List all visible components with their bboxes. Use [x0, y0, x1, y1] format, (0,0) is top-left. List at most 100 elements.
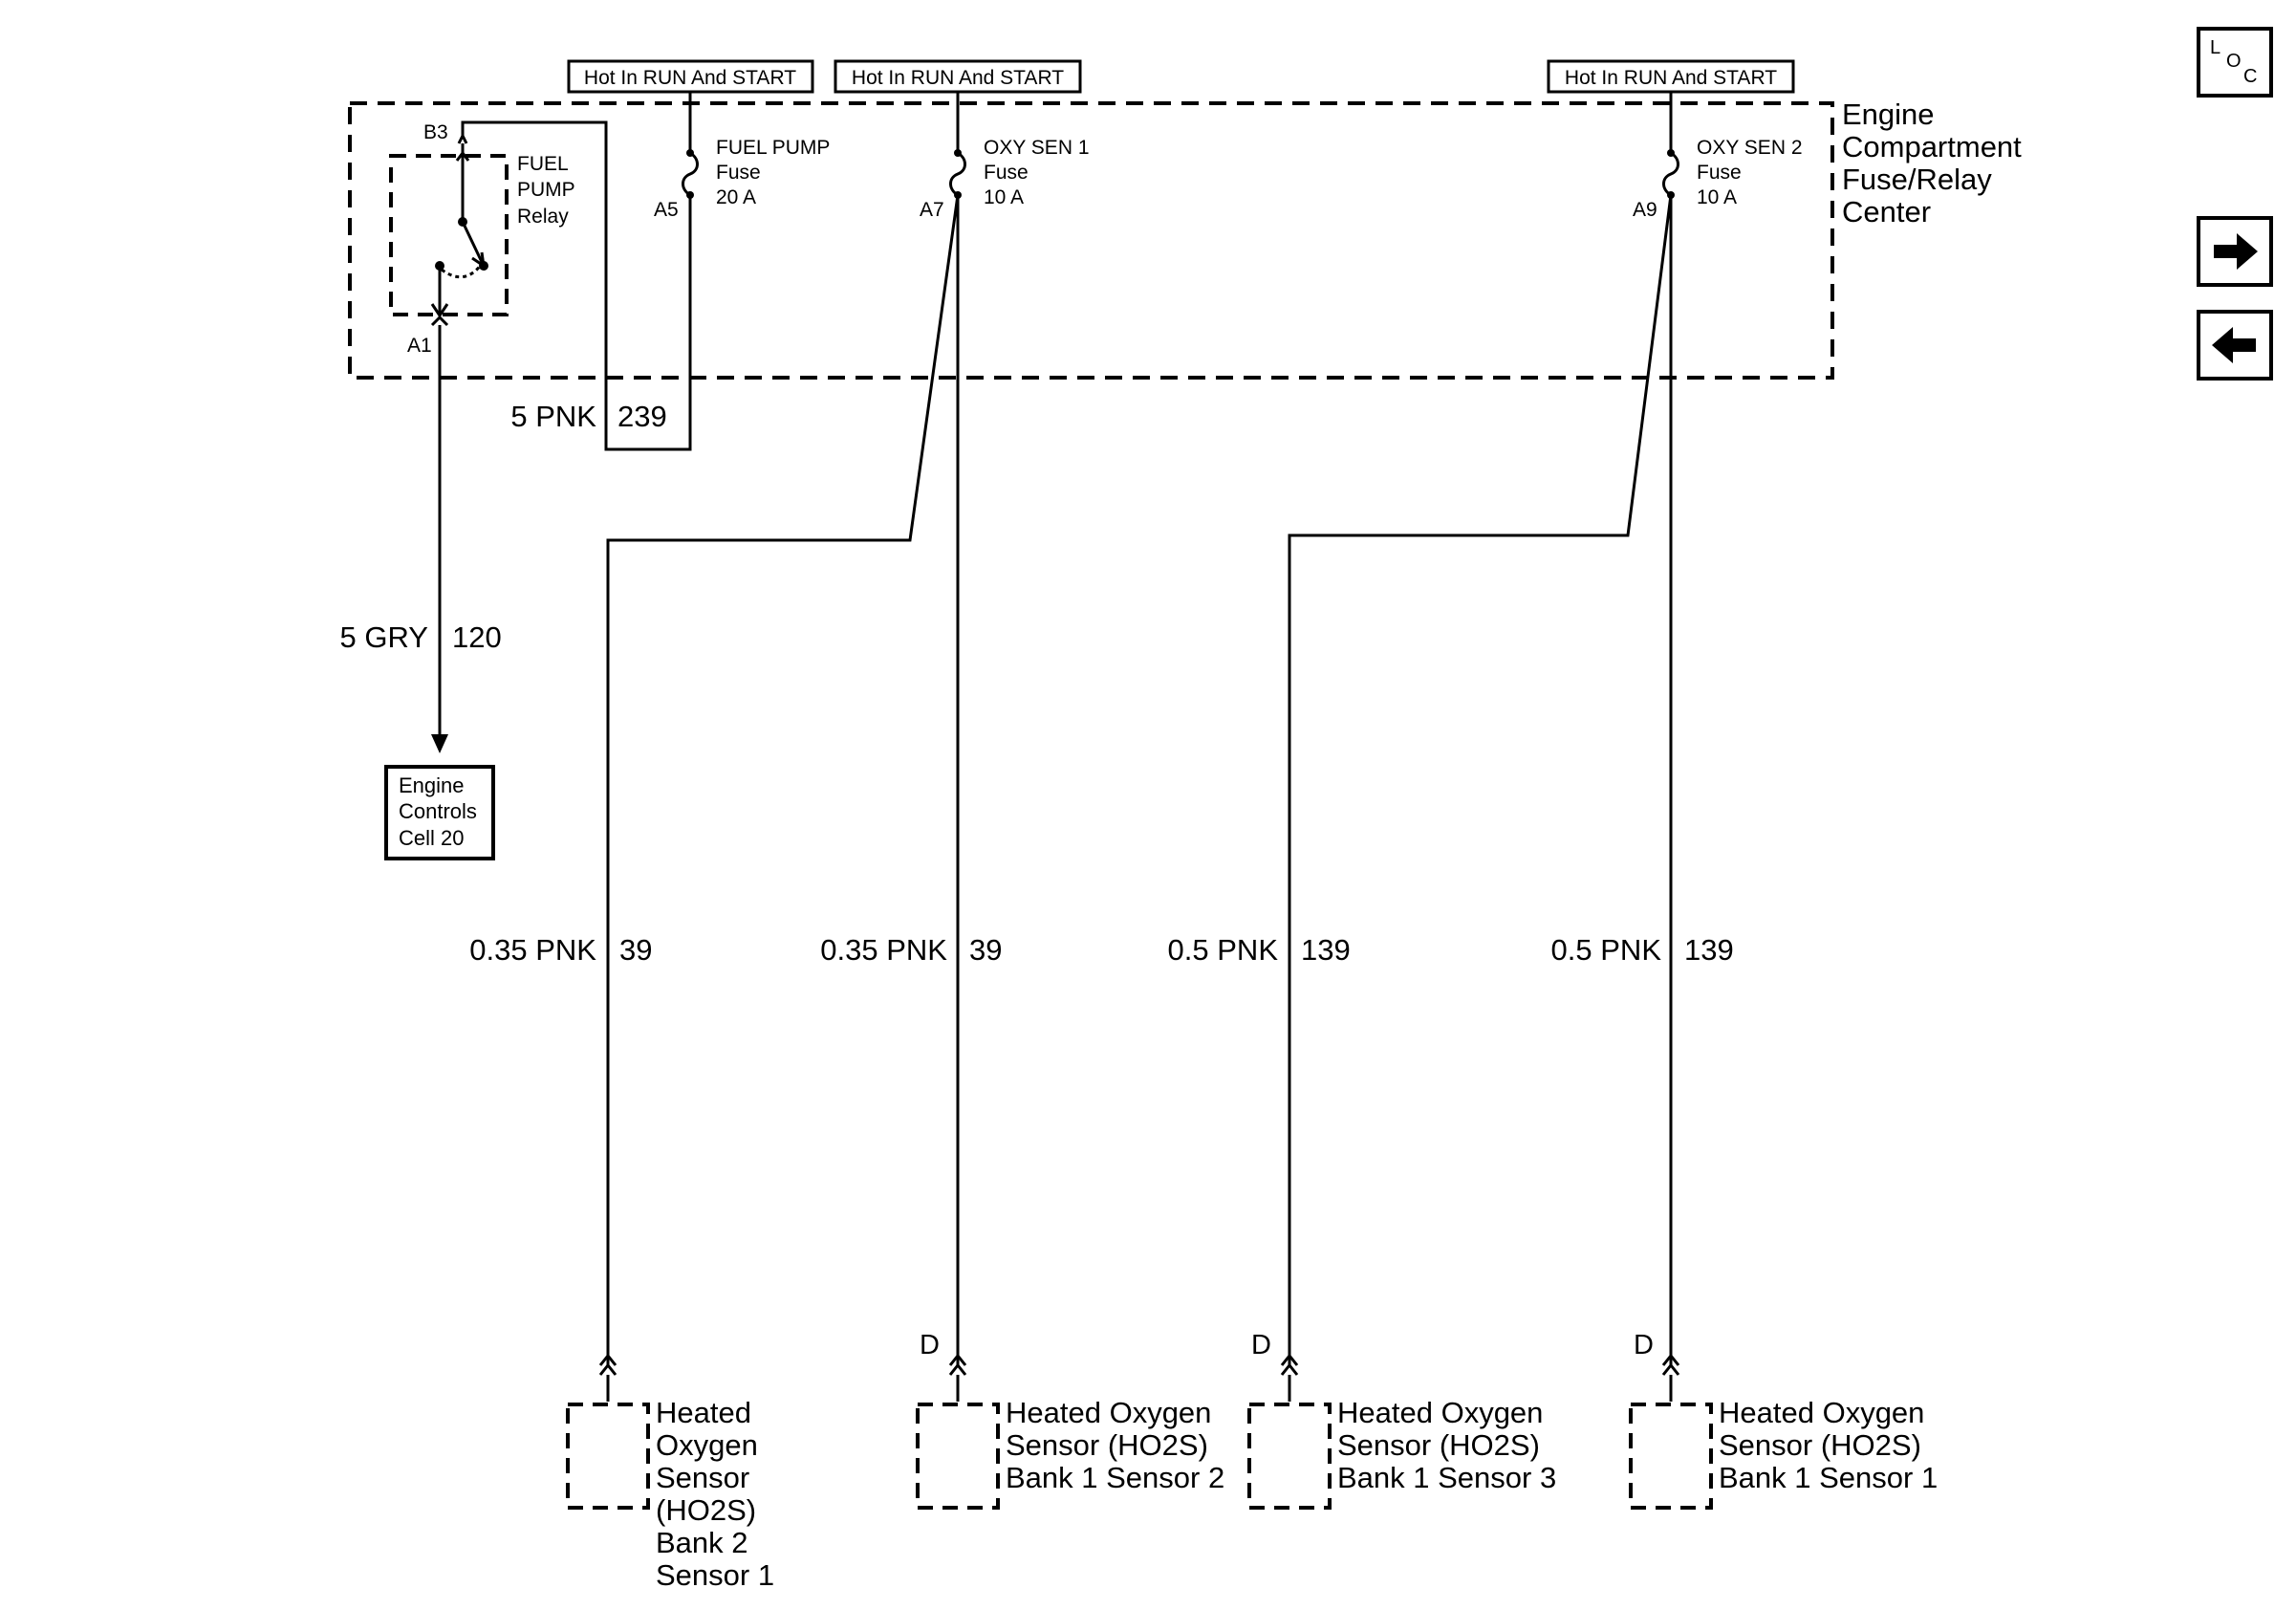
svg-text:Cell 20: Cell 20 — [399, 826, 464, 850]
svg-text:Heated Oxygen: Heated Oxygen — [1337, 1396, 1543, 1429]
svg-text:39: 39 — [969, 933, 1002, 967]
svg-text:Sensor (HO2S): Sensor (HO2S) — [1337, 1428, 1540, 1462]
svg-text:Fuse: Fuse — [716, 162, 761, 184]
sensor-box-bank1-sensor1 — [1629, 1403, 1713, 1510]
svg-text:OXY SEN 1: OXY SEN 1 — [984, 137, 1090, 159]
svg-text:139: 139 — [1684, 933, 1734, 967]
connector-s3 — [1280, 1353, 1299, 1402]
svg-text:Fuse/Relay: Fuse/Relay — [1842, 163, 1992, 196]
connector-label-d-s2: D — [920, 1330, 940, 1360]
connector-s1 — [598, 1353, 617, 1402]
power-label-oxy-sen-1: Hot In RUN And START — [834, 59, 1082, 94]
fuse-fuel-pump-label: FUEL PUMP Fuse 20 A A5 — [654, 137, 830, 221]
power-label-oxy-sen-2: Hot In RUN And START — [1547, 59, 1795, 94]
svg-text:Sensor 1: Sensor 1 — [656, 1558, 774, 1592]
svg-text:Relay: Relay — [517, 206, 569, 228]
svg-text:Center: Center — [1842, 195, 1931, 228]
svg-text:C: C — [2243, 66, 2257, 87]
svg-text:10 A: 10 A — [1697, 186, 1737, 208]
location-button[interactable]: L O C — [2197, 27, 2273, 98]
svg-text:120: 120 — [452, 620, 502, 654]
svg-text:Fuse: Fuse — [984, 162, 1029, 184]
svg-text:L: L — [2210, 37, 2220, 58]
svg-text:0.35 PNK: 0.35 PNK — [469, 933, 596, 967]
wire-relay-feed-label: 5 PNK 239 — [510, 400, 666, 433]
svg-text:Oxygen: Oxygen — [656, 1428, 758, 1462]
svg-text:0.35 PNK: 0.35 PNK — [820, 933, 947, 967]
back-button[interactable] — [2197, 310, 2273, 381]
wire-bank2-sensor1-label: 0.35 PNK 39 — [469, 933, 652, 967]
svg-text:(HO2S): (HO2S) — [656, 1493, 756, 1527]
svg-text:10 A: 10 A — [984, 186, 1024, 208]
svg-text:Bank 1 Sensor 3: Bank 1 Sensor 3 — [1337, 1461, 1556, 1494]
sensor-box-bank2-sensor1 — [566, 1403, 650, 1510]
sensor-label-bank1-sensor1: Heated Oxygen Sensor (HO2S) Bank 1 Senso… — [1719, 1396, 1938, 1494]
wire-bank1-sensor3-label: 0.5 PNK 139 — [1168, 933, 1351, 967]
fuel-pump-relay-switch — [430, 132, 488, 339]
svg-text:PUMP: PUMP — [517, 179, 575, 201]
fuse-oxy-sen-1-label: OXY SEN 1 Fuse 10 A A7 — [920, 137, 1090, 221]
svg-text:139: 139 — [1301, 933, 1351, 967]
svg-text:5 PNK: 5 PNK — [510, 400, 596, 433]
svg-text:Controls: Controls — [399, 799, 477, 823]
wire-bank1-sensor2-label: 0.35 PNK 39 — [820, 933, 1002, 967]
svg-text:FUEL: FUEL — [517, 153, 569, 175]
wire-bank1-sensor3 — [1288, 194, 1673, 1365]
arrow-left-icon — [2212, 327, 2256, 363]
svg-text:Sensor (HO2S): Sensor (HO2S) — [1006, 1428, 1208, 1462]
svg-text:OXY SEN 2: OXY SEN 2 — [1697, 137, 1803, 159]
svg-text:FUEL PUMP: FUEL PUMP — [716, 137, 830, 159]
fuse-oxy-sen-2 — [1662, 92, 1679, 199]
fuse-fuel-pump — [682, 92, 699, 447]
svg-text:Engine: Engine — [1842, 98, 1935, 131]
arrow-right-icon — [2214, 233, 2258, 270]
svg-text:Fuse: Fuse — [1697, 162, 1742, 184]
svg-text:Hot In RUN And START: Hot In RUN And START — [584, 67, 796, 89]
fuel-pump-relay-label: FUEL PUMP Relay B3 A1 — [407, 121, 575, 357]
engine-controls-reference[interactable]: Engine Controls Cell 20 — [384, 765, 495, 860]
svg-text:39: 39 — [619, 933, 652, 967]
wire-relay-output-label: 5 GRY 120 — [340, 620, 502, 654]
connector-label-d-s3: D — [1251, 1330, 1271, 1360]
sensor-box-bank1-sensor2 — [916, 1403, 1000, 1510]
svg-text:20 A: 20 A — [716, 186, 756, 208]
svg-text:Engine: Engine — [399, 773, 465, 797]
svg-text:5 GRY: 5 GRY — [340, 620, 428, 654]
svg-text:0.5 PNK: 0.5 PNK — [1168, 933, 1279, 967]
sensor-label-bank1-sensor2: Heated Oxygen Sensor (HO2S) Bank 1 Senso… — [1006, 1396, 1224, 1494]
svg-text:239: 239 — [617, 400, 667, 433]
svg-text:Hot In RUN And START: Hot In RUN And START — [852, 67, 1064, 89]
fuse-relay-center-border — [348, 101, 1834, 380]
connector-label-d-s4: D — [1634, 1330, 1654, 1360]
fuse-relay-center-label: Engine Compartment Fuse/Relay Center — [1842, 98, 2022, 228]
fuse-oxy-sen-2-label: OXY SEN 2 Fuse 10 A A9 — [1633, 137, 1803, 221]
wire-bank1-sensor1-label: 0.5 PNK 139 — [1551, 933, 1734, 967]
svg-text:Heated Oxygen: Heated Oxygen — [1719, 1396, 1924, 1429]
svg-text:A9: A9 — [1633, 199, 1657, 221]
svg-text:A5: A5 — [654, 199, 679, 221]
wire-relay-feed — [461, 120, 692, 451]
svg-text:Bank 1 Sensor 1: Bank 1 Sensor 1 — [1719, 1461, 1938, 1494]
svg-text:Sensor (HO2S): Sensor (HO2S) — [1719, 1428, 1921, 1462]
svg-text:Heated: Heated — [656, 1396, 751, 1429]
svg-text:O: O — [2226, 51, 2242, 72]
svg-text:A1: A1 — [407, 335, 432, 357]
sensor-box-bank1-sensor3 — [1247, 1403, 1332, 1510]
fuel-pump-relay-border — [389, 154, 509, 316]
svg-text:0.5 PNK: 0.5 PNK — [1551, 933, 1662, 967]
connector-s2 — [948, 1353, 967, 1402]
sensor-label-bank2-sensor1: Heated Oxygen Sensor (HO2S) Bank 2 Senso… — [656, 1396, 774, 1592]
svg-text:Hot In RUN And START: Hot In RUN And START — [1565, 67, 1777, 89]
svg-text:B3: B3 — [423, 121, 448, 143]
svg-text:Sensor: Sensor — [656, 1461, 749, 1494]
forward-button[interactable] — [2197, 216, 2273, 287]
svg-text:Bank 1 Sensor 2: Bank 1 Sensor 2 — [1006, 1461, 1224, 1494]
wire-relay-output-arrow — [431, 734, 448, 753]
svg-text:Heated Oxygen: Heated Oxygen — [1006, 1396, 1211, 1429]
svg-text:A7: A7 — [920, 199, 944, 221]
connector-s4 — [1661, 1353, 1680, 1402]
fuse-oxy-sen-1 — [949, 92, 966, 199]
svg-text:Compartment: Compartment — [1842, 130, 2022, 163]
wire-bank2-sensor1 — [606, 194, 960, 1365]
